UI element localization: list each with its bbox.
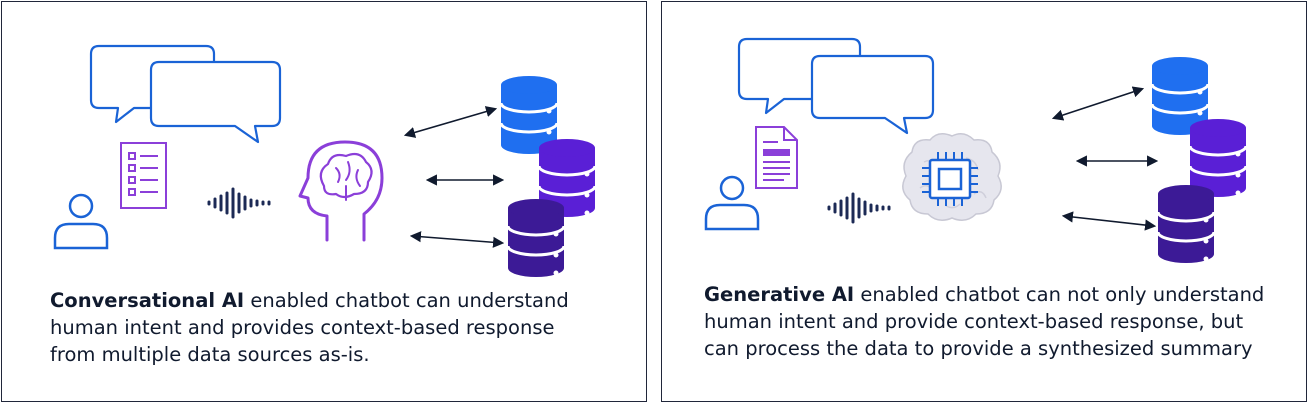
caption-line: can process the data to provide a synthe…: [704, 337, 1253, 360]
caption-term: Conversational AI: [50, 289, 245, 312]
generative-ai-illustration: [704, 37, 1248, 265]
sound-wave-icon: [827, 192, 891, 224]
conversational-ai-illustration: [53, 44, 597, 279]
caption-line: human intent and provides context-based …: [50, 316, 555, 339]
generative-ai-panel: Generative AI enabled chatbot can not on…: [661, 1, 1307, 402]
database-icon: [1156, 183, 1216, 265]
caption-line: from multiple data sources as-is.: [50, 343, 370, 366]
data-flow-arrows: [1051, 86, 1159, 231]
ai-chip-brain-icon: [902, 133, 1002, 221]
document-icon: [755, 126, 798, 189]
user-icon: [53, 193, 109, 250]
data-flow-arrows: [403, 106, 505, 248]
user-icon: [704, 175, 760, 231]
caption-term: Generative AI: [704, 283, 855, 306]
conversational-ai-panel: Conversational AI enabled chatbot can un…: [1, 1, 647, 402]
generative-ai-caption: Generative AI enabled chatbot can not on…: [704, 281, 1304, 362]
caption-line: enabled chatbot can not only understand: [854, 283, 1265, 306]
database-icon: [506, 197, 566, 279]
chat-bubbles-icon: [737, 37, 935, 135]
brain-head-icon: [298, 140, 384, 242]
caption-line: human intent and provide context-based r…: [704, 310, 1244, 333]
chat-bubbles-icon: [89, 44, 282, 144]
database-icon: [1188, 117, 1248, 199]
conversational-ai-caption: Conversational AI enabled chatbot can un…: [50, 287, 640, 368]
caption-line: enabled chatbot can understand: [244, 289, 569, 312]
checklist-icon: [120, 142, 167, 209]
sound-wave-icon: [207, 187, 271, 219]
